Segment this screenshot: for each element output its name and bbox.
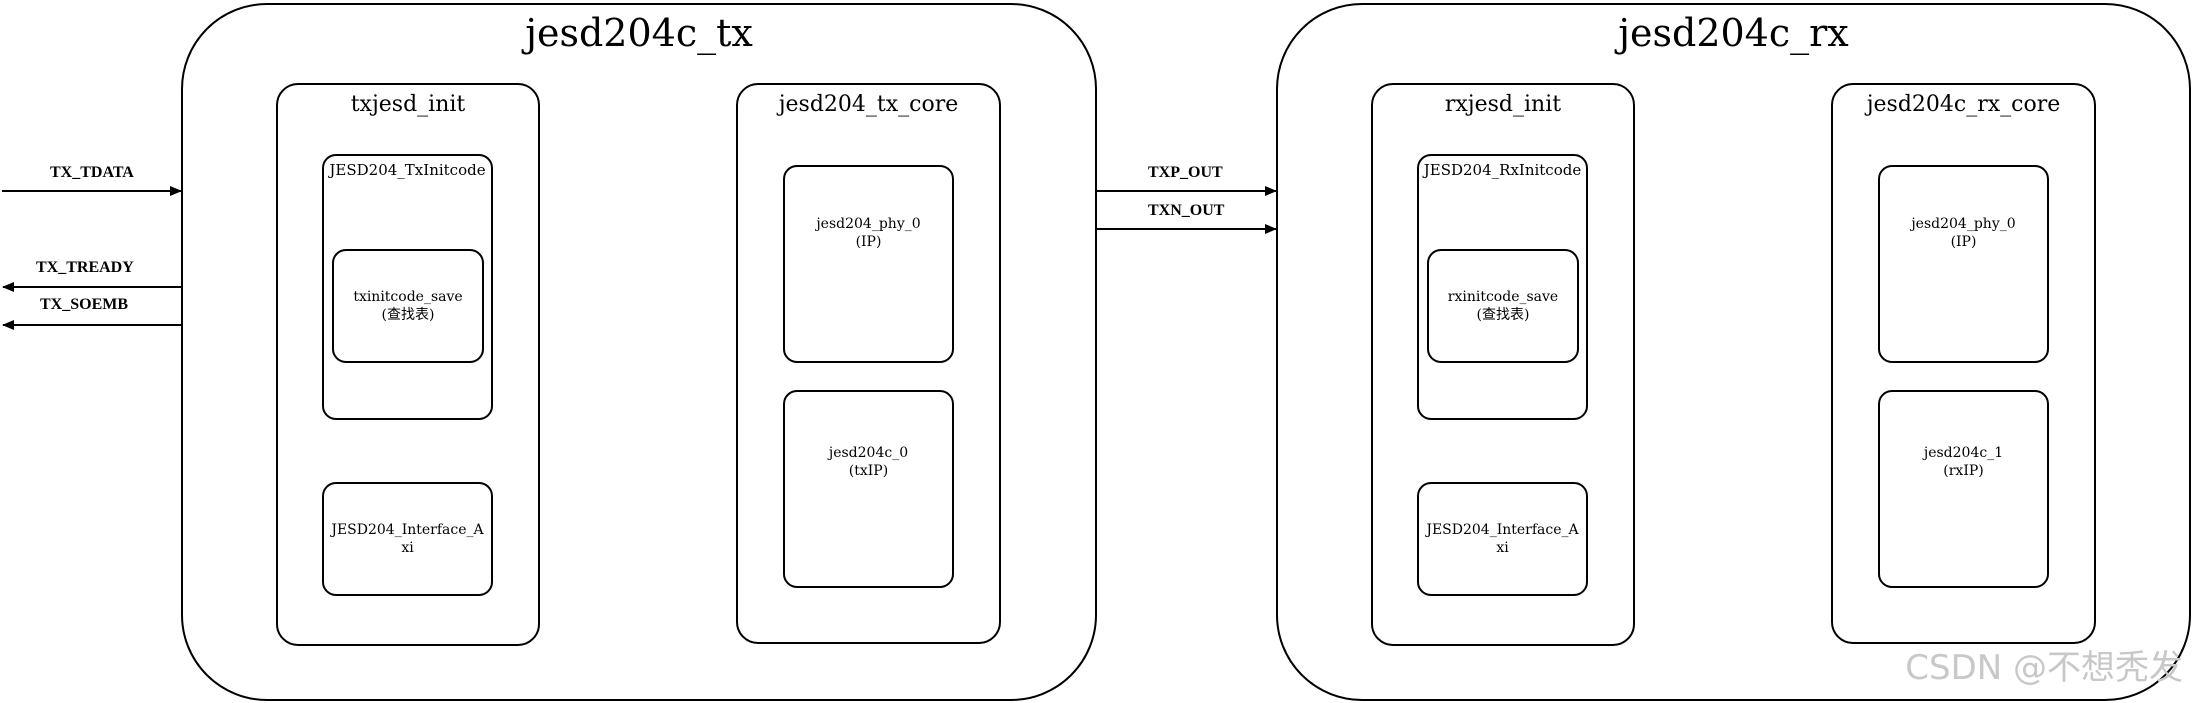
jesd204c-rx-core-title: jesd204c_rx_core: [1866, 92, 2061, 117]
rx-jesd204c-ip-type: (rxIP): [1943, 462, 1984, 479]
tx-interface-axi-name: JESD204_Interface_A: [331, 522, 484, 538]
rx-interface-axi-block: JESD204_Interface_A xi: [1417, 482, 1588, 596]
txinitcode-save-name: txinitcode_save: [353, 289, 463, 305]
rx-initcode-title: JESD204_RxInitcode: [1423, 161, 1582, 179]
tx-tdata-label: TX_TDATA: [50, 164, 134, 181]
rx-jesd204c-ip-name: jesd204c_1: [1923, 444, 2004, 461]
rxinitcode-save-block: rxinitcode_save (查找表): [1427, 249, 1579, 363]
rx-interface-axi-name: JESD204_Interface_A: [1426, 522, 1579, 538]
jesd204c-tx-title: jesd204c_tx: [525, 11, 753, 55]
txinitcode-save-block: txinitcode_save (查找表): [332, 249, 484, 363]
txp-out-label: TXP_OUT: [1148, 164, 1223, 181]
watermark: CSDN @不想秃发: [1905, 648, 2183, 688]
rxjesd-init-title: rxjesd_init: [1444, 92, 1562, 117]
tx-jesd204c-ip-type: (txIP): [848, 462, 889, 479]
tx-phy-name: jesd204_phy_0: [816, 215, 921, 232]
txinitcode-save-note: (查找表): [381, 307, 435, 323]
tx-soemb-label: TX_SOEMB: [40, 296, 129, 313]
rxinitcode-save-name: rxinitcode_save: [1447, 289, 1559, 305]
tx-jesd204c-ip-block: jesd204c_0 (txIP): [783, 390, 954, 588]
txjesd-init-title: txjesd_init: [350, 92, 466, 117]
jesd204c-rx-title: jesd204c_rx: [1618, 11, 1849, 55]
tx-tready-label: TX_TREADY: [36, 259, 134, 276]
tx-phy-type: (IP): [855, 233, 882, 250]
rx-phy-name: jesd204_phy_0: [1911, 215, 2016, 232]
tx-initcode-title: JESD204_TxInitcode: [329, 161, 486, 179]
rx-interface-axi-name-cont: xi: [1496, 540, 1509, 556]
rxinitcode-save-note: (查找表): [1476, 307, 1530, 323]
rx-jesd204c-ip-block: jesd204c_1 (rxIP): [1878, 390, 2049, 588]
jesd204-tx-core-title: jesd204_tx_core: [778, 92, 959, 117]
tx-interface-axi-name-cont: xi: [401, 540, 414, 556]
rx-phy-block: jesd204_phy_0 (IP): [1878, 165, 2049, 363]
txn-out-label: TXN_OUT: [1148, 202, 1225, 219]
tx-jesd204c-ip-name: jesd204c_0: [828, 444, 909, 461]
rx-phy-type: (IP): [1950, 233, 1977, 250]
tx-phy-block: jesd204_phy_0 (IP): [783, 165, 954, 363]
tx-interface-axi-block: JESD204_Interface_A xi: [322, 482, 493, 596]
